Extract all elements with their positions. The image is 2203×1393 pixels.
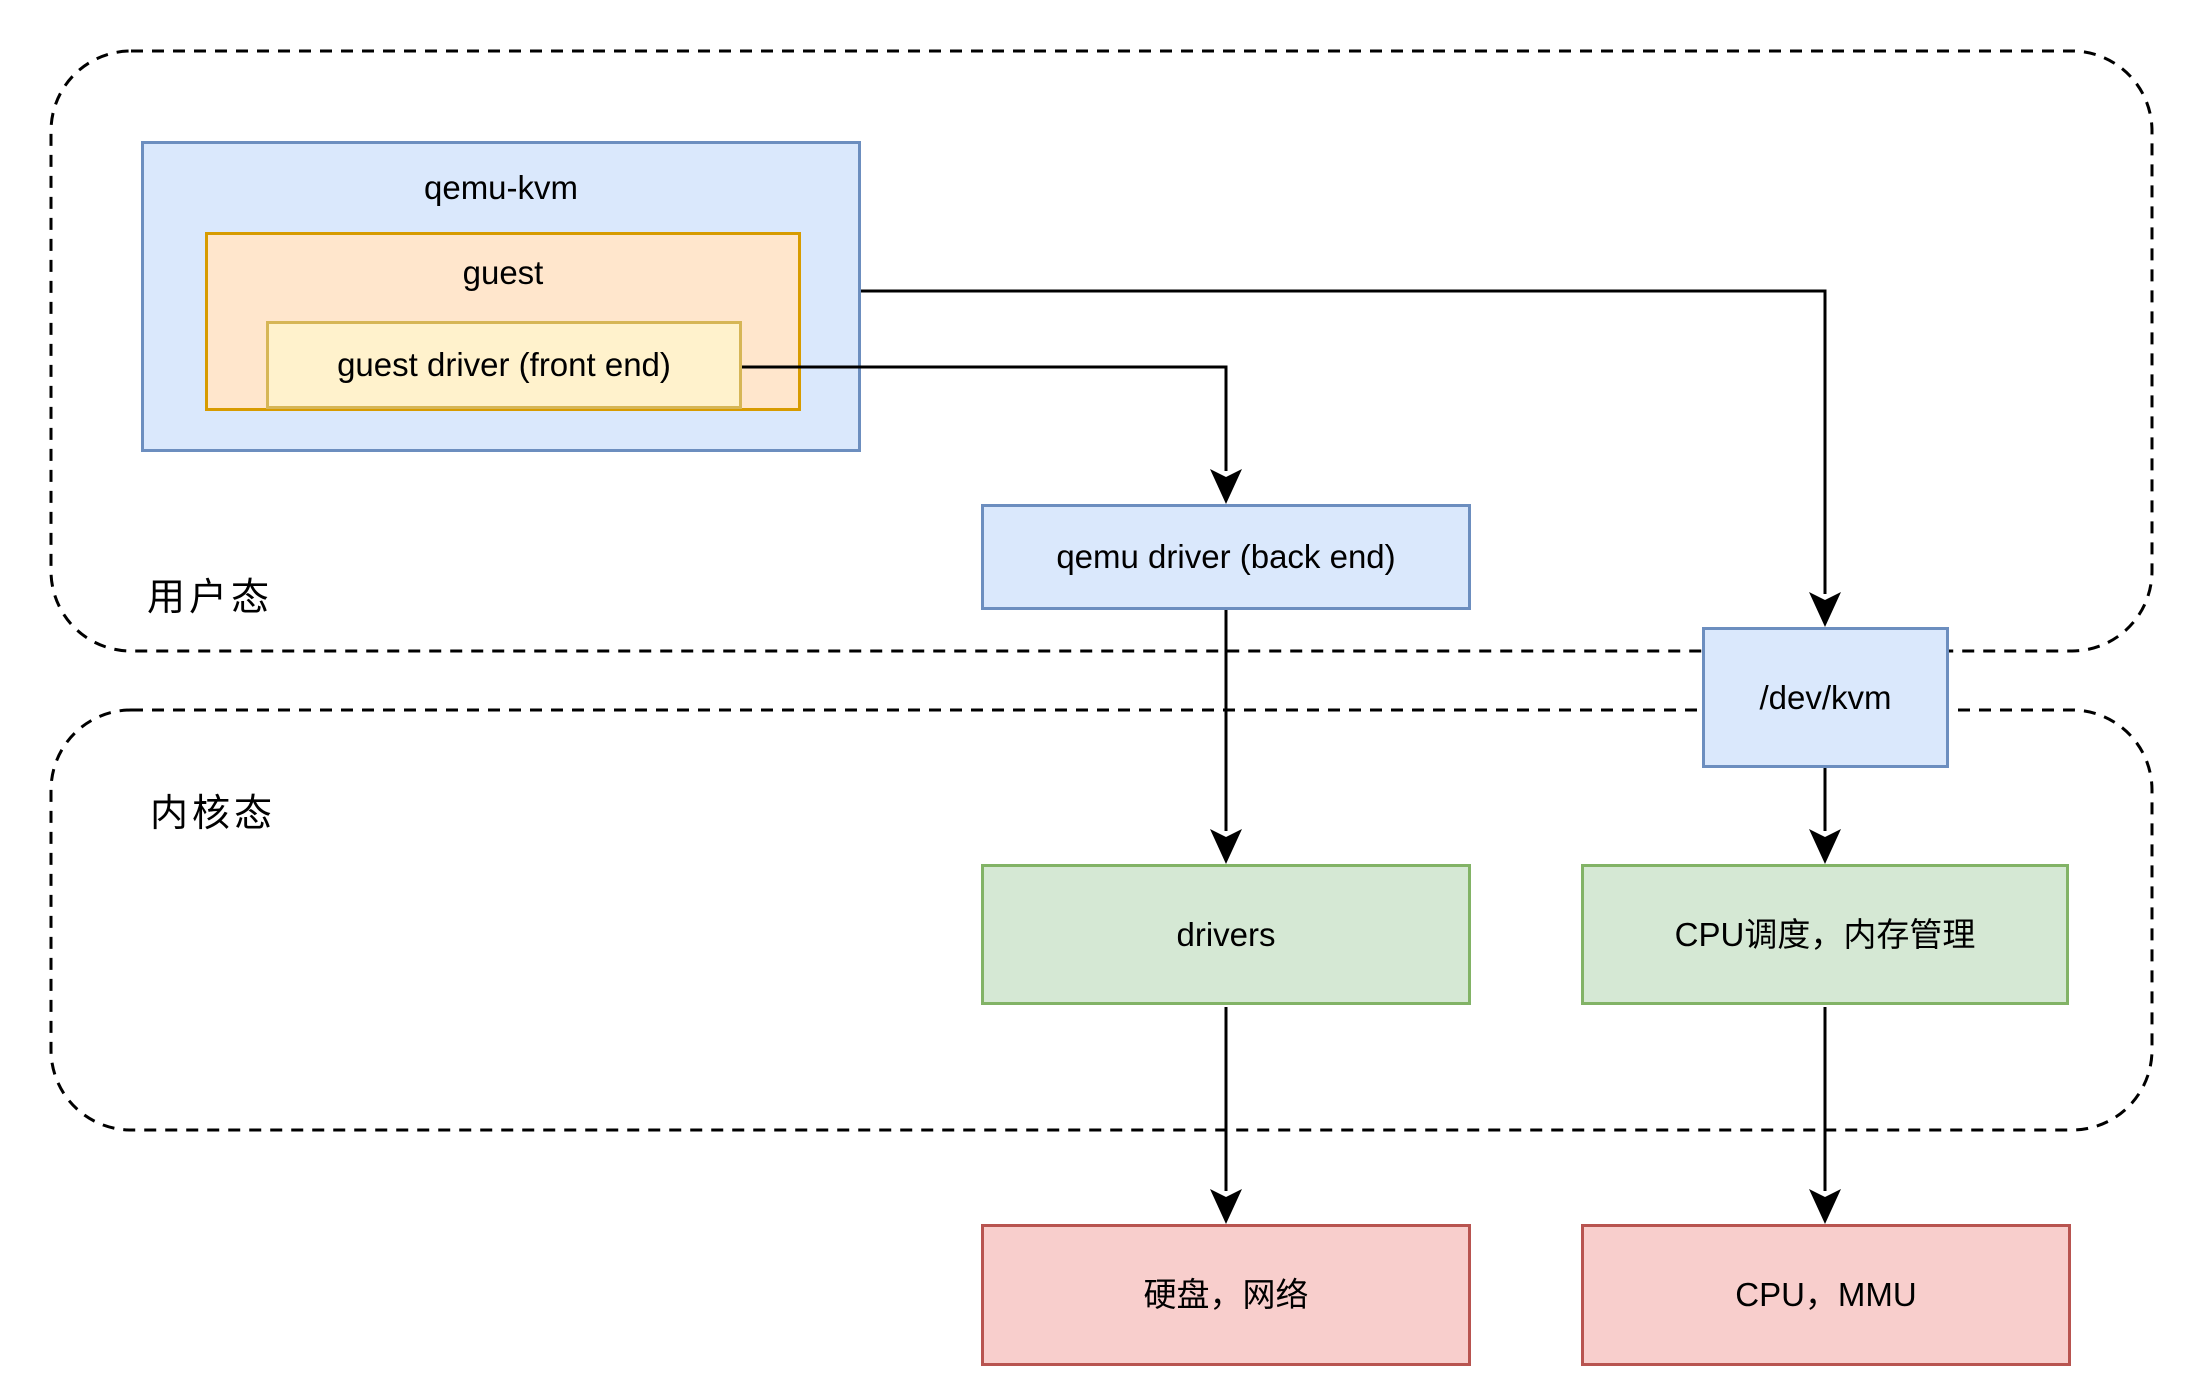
node-dev-kvm: /dev/kvm xyxy=(1702,627,1949,768)
node-drivers-label: drivers xyxy=(1176,915,1276,953)
node-cpu-mmu: CPU，MMU xyxy=(1581,1224,2071,1366)
arrow-dev-kvm-to-cpu-sched xyxy=(1809,768,1841,864)
node-disk-network: 硬盘，网络 xyxy=(981,1224,1471,1366)
node-qemu-driver-back-end-label: qemu driver (back end) xyxy=(1056,538,1396,576)
node-guest-driver-front-end: guest driver (front end) xyxy=(266,321,742,409)
node-guest-driver-label: guest driver (front end) xyxy=(337,346,671,384)
arrow-qemu-driver-to-drivers xyxy=(1210,610,1242,864)
node-dev-kvm-label: /dev/kvm xyxy=(1759,678,1892,716)
node-guest-label: guest xyxy=(462,254,544,291)
user-mode-label: 用户态 xyxy=(147,577,274,619)
node-drivers: drivers xyxy=(981,864,1471,1005)
node-disk-network-label: 硬盘，网络 xyxy=(1143,1276,1309,1314)
node-qemu-kvm-label: qemu-kvm xyxy=(423,169,579,206)
node-cpu-mmu-label: CPU，MMU xyxy=(1735,1276,1917,1314)
node-qemu-driver-back-end: qemu driver (back end) xyxy=(981,504,1471,610)
kernel-mode-label: 内核态 xyxy=(150,793,277,835)
arrow-cpu-sched-to-cpu-mmu xyxy=(1809,1007,1841,1224)
arrow-drivers-to-disk-network xyxy=(1210,1007,1242,1224)
node-cpu-scheduling-memory-management: CPU调度，内存管理 xyxy=(1581,864,2069,1005)
node-cpu-scheduling-memory-management-label: CPU调度，内存管理 xyxy=(1674,915,1976,953)
